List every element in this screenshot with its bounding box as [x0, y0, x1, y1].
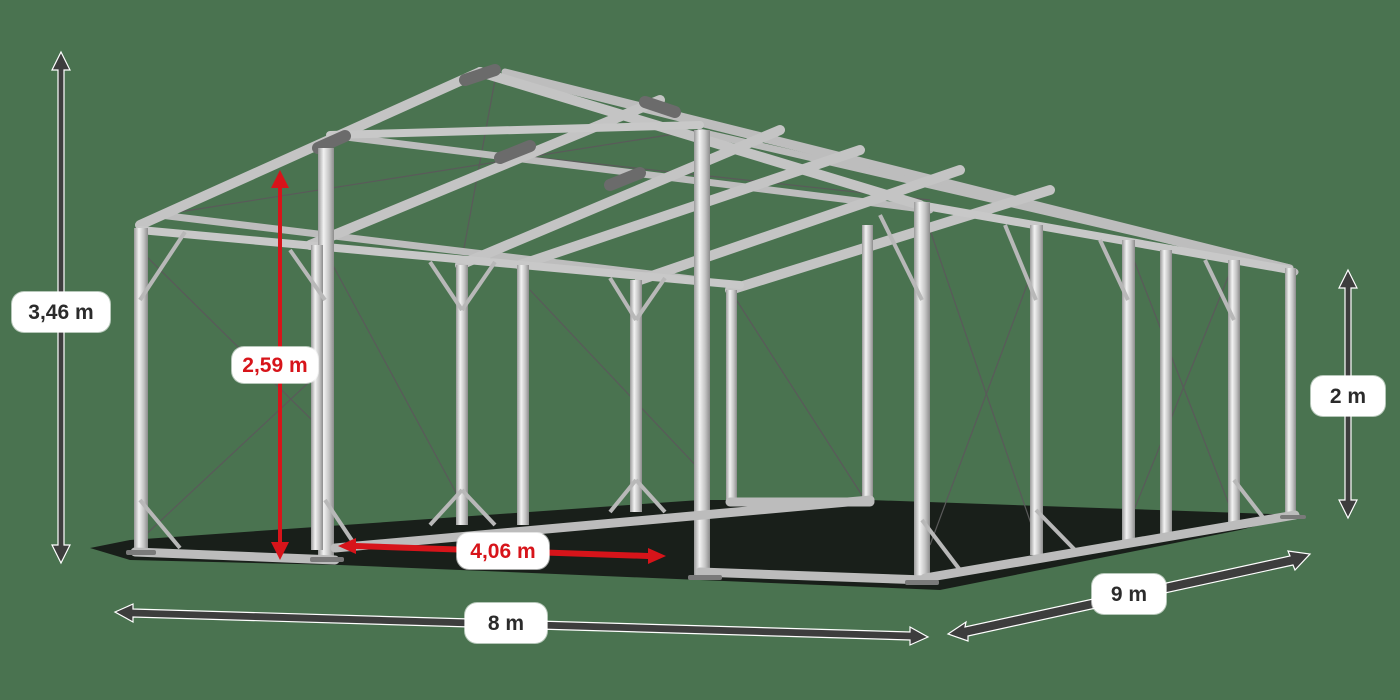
entrance-width-label: 4,06 m [457, 533, 549, 569]
corner-braces [138, 214, 1267, 572]
side-height-label: 2 m [1311, 376, 1385, 416]
width-label: 8 m [465, 603, 547, 643]
base-rails [130, 495, 1300, 585]
base-plates [126, 515, 1306, 585]
eave-beams [136, 121, 1294, 289]
total-height-label: 3,46 m [12, 292, 110, 332]
connector-sleeves [312, 64, 681, 191]
length-label: 9 m [1092, 574, 1166, 614]
posts [134, 130, 1296, 580]
entrance-height-label: 2,59 m [232, 347, 318, 383]
